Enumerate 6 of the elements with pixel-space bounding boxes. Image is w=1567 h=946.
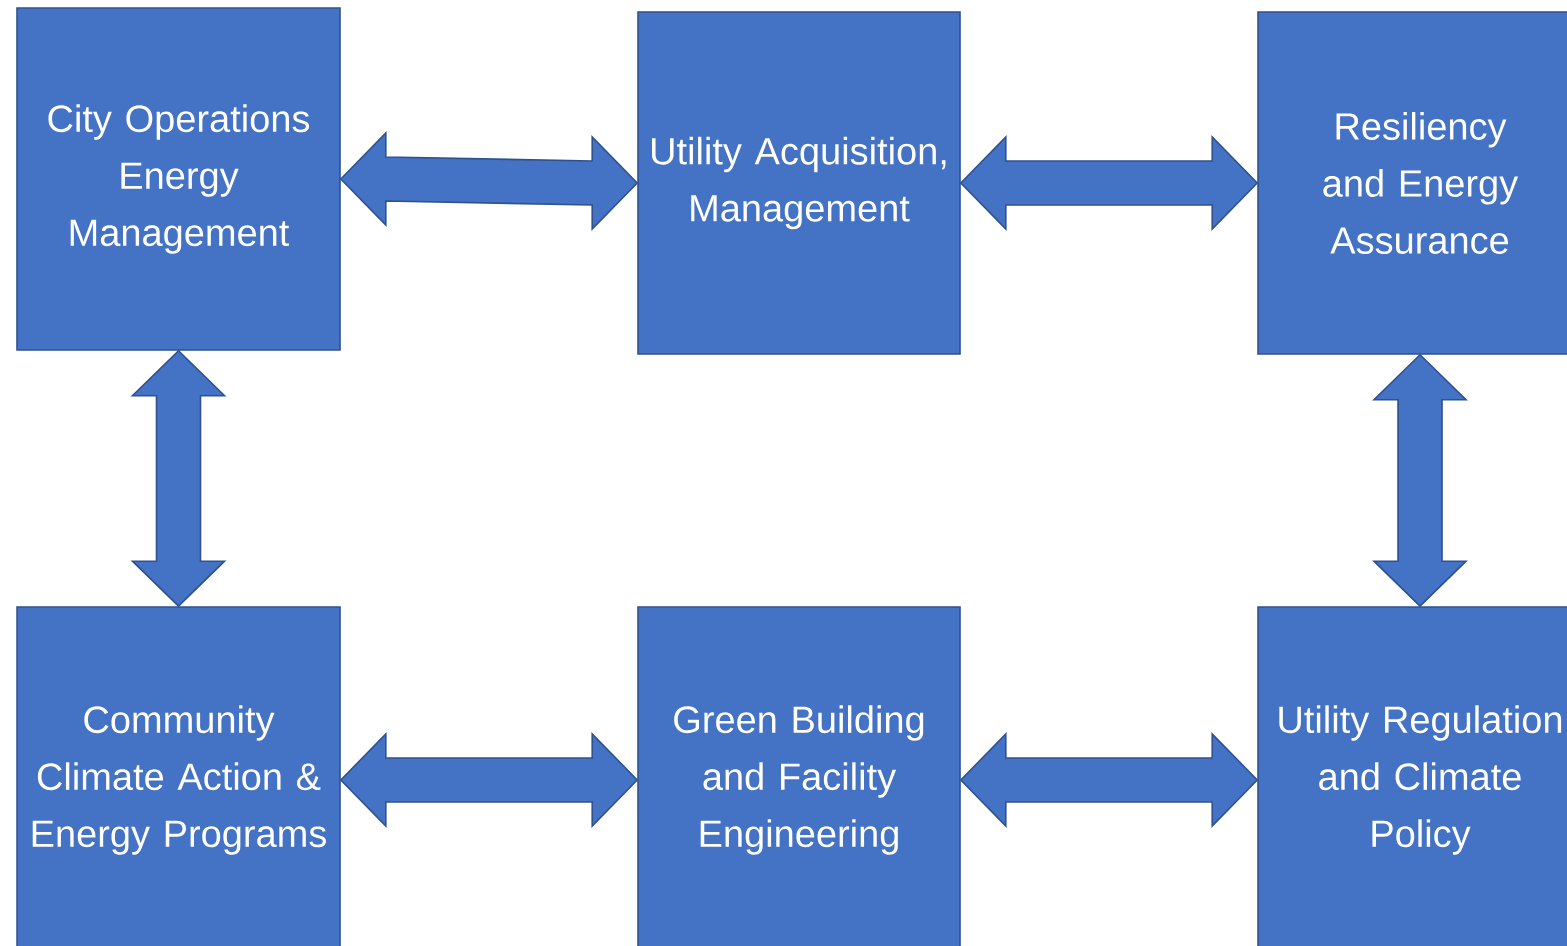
process-box: Green Building and Facility Engineering (637, 606, 961, 946)
process-box: Resiliency and Energy Assurance (1257, 11, 1567, 355)
process-box: Utility Regulation and Climate Policy (1257, 606, 1567, 946)
process-box: Community Climate Action & Energy Programs (16, 606, 341, 946)
process-box: City Operations Energy Management (16, 7, 341, 351)
process-box: Utility Acquisition, Management (637, 11, 961, 355)
